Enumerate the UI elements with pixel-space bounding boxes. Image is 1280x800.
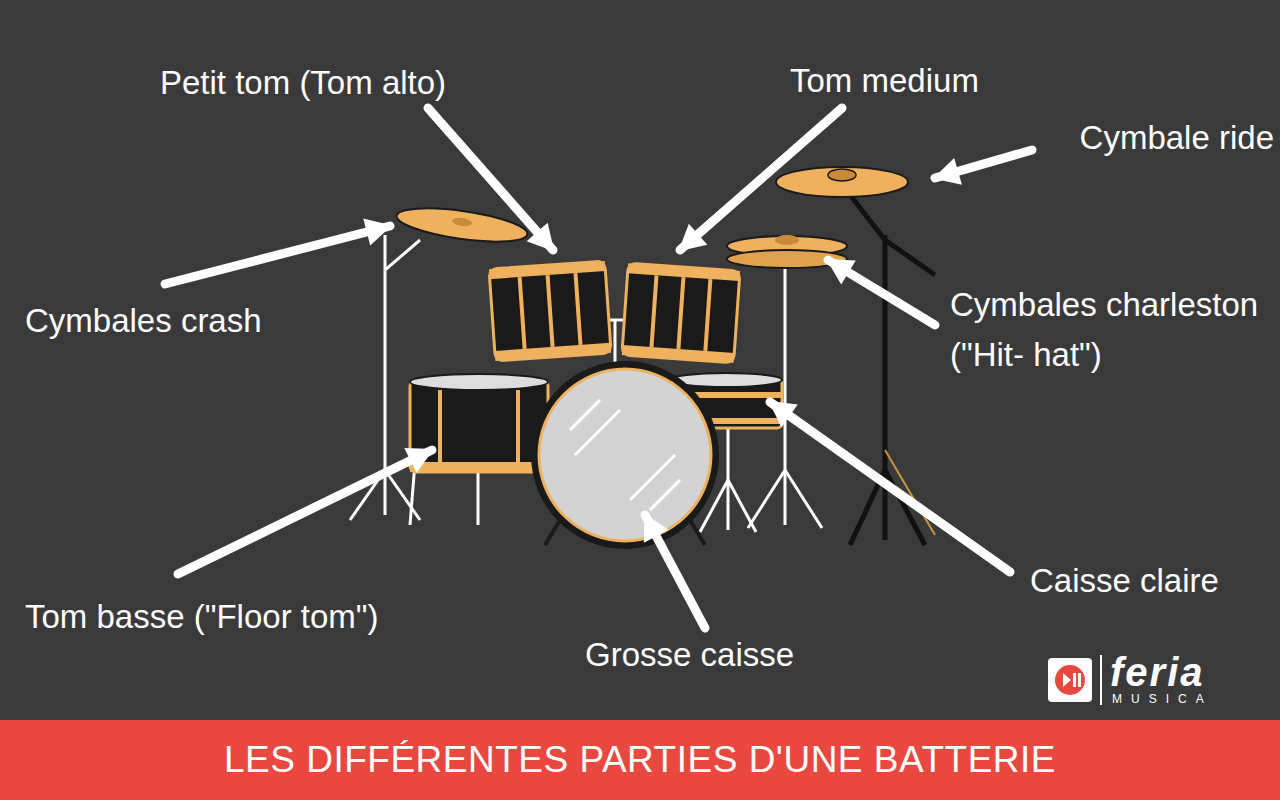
logo-subtext: MUSICA (1112, 692, 1213, 706)
part-label: Petit tom (Tom alto) (160, 58, 446, 108)
title: LES DIFFÉRENTES PARTIES D'UNE BATTERIE (0, 720, 1280, 800)
ride-cymbal (776, 167, 908, 197)
part-label: Cymbales crash (25, 296, 262, 346)
medium-tom (622, 263, 740, 363)
part-label: Caisse claire (1030, 556, 1219, 606)
small-tom (489, 261, 611, 361)
crash-cymbal (395, 202, 530, 248)
part-label: Cymbales charleston ("Hit- hat") (950, 280, 1260, 380)
bass-drum (531, 361, 719, 549)
logo-text: feria (1110, 650, 1205, 694)
floor-tom (410, 374, 548, 472)
leader-arrows (165, 108, 1032, 628)
part-label: Tom basse ("Floor tom") (25, 592, 379, 642)
logo-icon (1048, 655, 1101, 705)
part-label: Grosse caisse (585, 630, 794, 680)
part-label: Tom medium (790, 56, 979, 106)
part-label: Cymbale ride (1080, 113, 1274, 163)
